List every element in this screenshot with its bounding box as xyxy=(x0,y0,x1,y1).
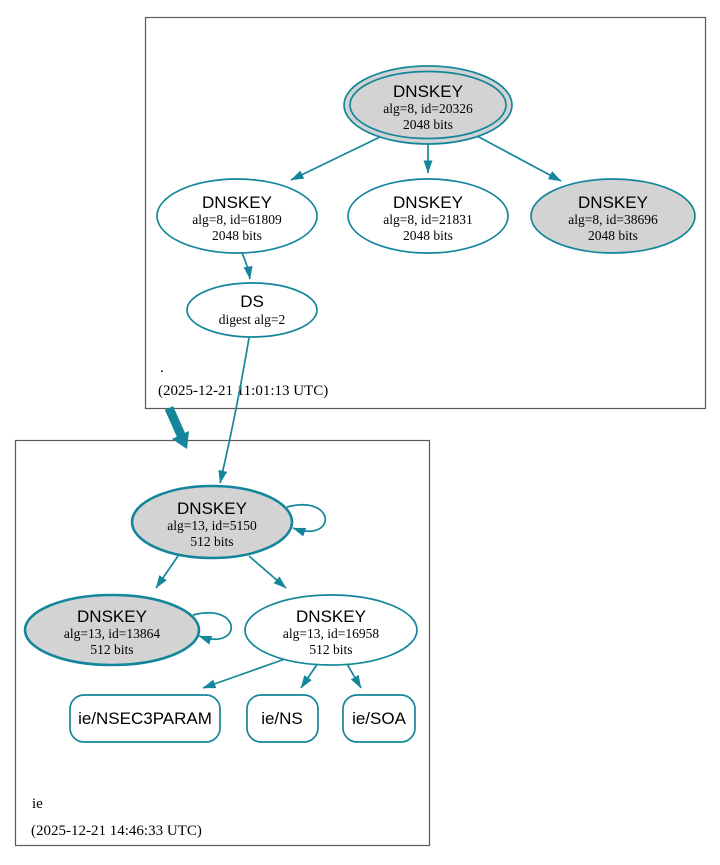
ds-node: DS digest alg=2 xyxy=(186,282,318,338)
dnskey-node-21831: DNSKEY alg=8, id=21831 2048 bits xyxy=(347,178,509,254)
edge-root-ksk-to-38696 xyxy=(476,135,562,182)
dnskey-alg-id: alg=13, id=13864 xyxy=(64,626,160,641)
dnskey-alg-id: alg=8, id=21831 xyxy=(383,212,472,227)
ds-title: DS xyxy=(240,292,264,311)
dnskey-alg-id: alg=13, id=16958 xyxy=(283,626,379,641)
rrset-node-nsec3param: ie/NSEC3PARAM xyxy=(69,694,221,743)
rrset-label: ie/SOA xyxy=(352,709,407,728)
edge-ie-ksk-to-16958 xyxy=(248,555,287,589)
ds-digest-alg: digest alg=2 xyxy=(219,312,285,327)
edge-ie-ksk-self-sign xyxy=(286,504,327,537)
dnskey-title: DNSKEY xyxy=(578,193,648,212)
rrset-node-ns: ie/NS xyxy=(246,694,319,743)
dnskey-bits: 2048 bits xyxy=(403,117,453,132)
dnskey-alg-id: alg=8, id=20326 xyxy=(383,101,473,116)
zone-timestamp-root: (2025-12-21 11:01:13 UTC) xyxy=(158,383,328,399)
dnskey-title: DNSKEY xyxy=(77,607,147,626)
dnskey-bits: 512 bits xyxy=(190,534,233,549)
dnskey-alg-id: alg=13, id=5150 xyxy=(167,518,257,533)
zone-timestamp-ie: (2025-12-21 14:46:33 UTC) xyxy=(31,823,202,839)
edge-16958-to-ns xyxy=(300,662,319,689)
dnskey-title: DNSKEY xyxy=(202,193,272,212)
edge-13864-self-sign xyxy=(192,612,233,645)
edge-16958-to-nsec3param xyxy=(202,658,286,689)
rrset-node-soa: ie/SOA xyxy=(342,694,416,743)
dnskey-bits: 512 bits xyxy=(309,642,352,657)
dnskey-node-13864: DNSKEY alg=13, id=13864 512 bits xyxy=(23,593,201,667)
edge-root-ksk-to-61809 xyxy=(290,136,381,181)
dnskey-title: DNSKEY xyxy=(296,607,366,626)
edge-61809-to-ds xyxy=(241,252,253,280)
dnskey-node-5150: DNSKEY alg=13, id=5150 512 bits xyxy=(130,484,294,560)
rrset-label: ie/NS xyxy=(261,709,303,728)
zone-name-root: . xyxy=(160,360,164,376)
zone-name-ie: ie xyxy=(32,796,43,812)
dnskey-bits: 2048 bits xyxy=(588,228,638,243)
dnskey-node-38696: DNSKEY alg=8, id=38696 2048 bits xyxy=(530,178,696,254)
dnskey-node-16958: DNSKEY alg=13, id=16958 512 bits xyxy=(244,594,418,666)
dnskey-alg-id: alg=8, id=38696 xyxy=(568,212,658,227)
edge-root-delegation-to-ie xyxy=(164,406,189,449)
dnskey-title: DNSKEY xyxy=(393,193,463,212)
dnskey-bits: 512 bits xyxy=(90,642,133,657)
edge-16958-to-soa xyxy=(346,663,362,689)
dnskey-node-61809: DNSKEY alg=8, id=61809 2048 bits xyxy=(156,178,318,254)
dnskey-bits: 2048 bits xyxy=(403,228,453,243)
rrset-label: ie/NSEC3PARAM xyxy=(78,709,212,728)
dnskey-bits: 2048 bits xyxy=(212,228,262,243)
dnskey-node-20326: DNSKEY alg=8, id=20326 2048 bits xyxy=(343,65,513,145)
edge-ds-to-ie-ksk xyxy=(218,337,250,484)
dnskey-title: DNSKEY xyxy=(177,499,247,518)
dnskey-alg-id: alg=8, id=61809 xyxy=(192,212,282,227)
edge-ie-ksk-to-13864 xyxy=(155,555,179,589)
dnskey-title: DNSKEY xyxy=(393,82,463,101)
